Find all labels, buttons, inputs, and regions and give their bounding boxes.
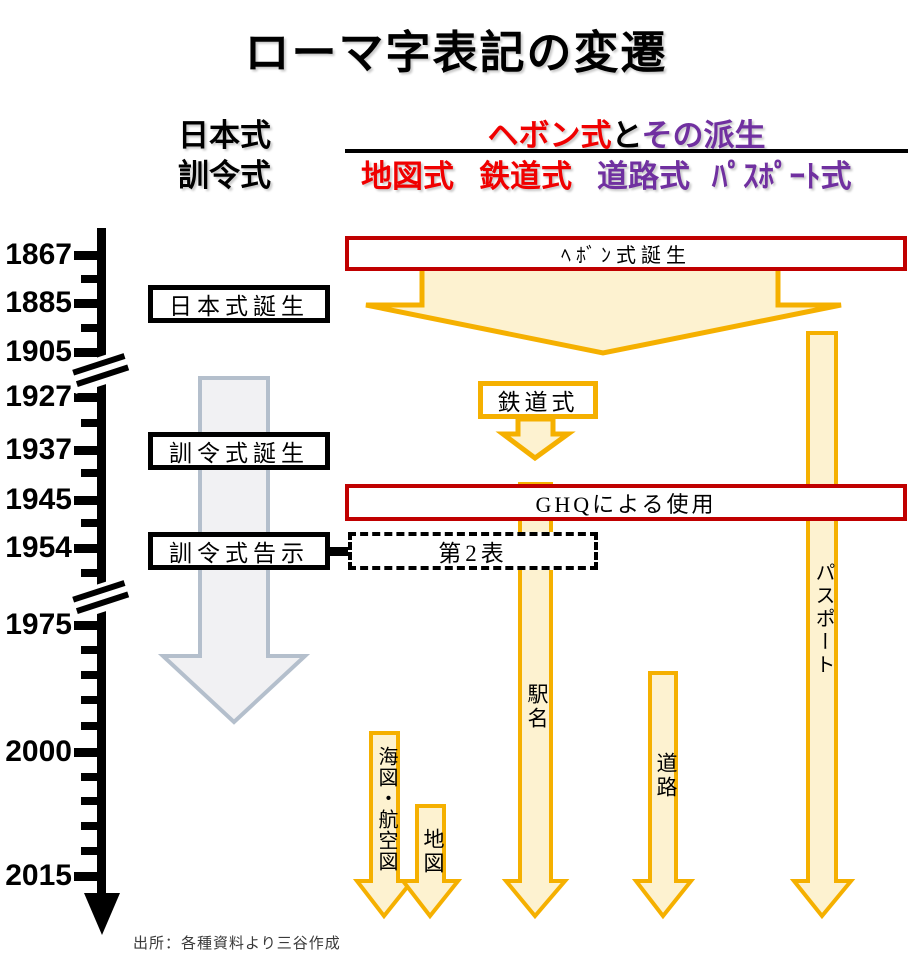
label-kaizu-kokuzu: 海図・航空図 [375, 746, 397, 872]
tick-2015 [74, 872, 104, 881]
tick-minor [81, 822, 104, 830]
tick-1937 [74, 446, 104, 455]
header-kunrei-shiki: 訓令式 [178, 158, 271, 193]
year-label-1975: 1975 [5, 608, 72, 641]
tick-1954 [74, 544, 104, 553]
label-chizu: 地図 [421, 828, 445, 876]
tick-1975 [74, 621, 104, 630]
hepburn-funnel-arrow [365, 265, 842, 356]
box-hepburn-birth: ﾍﾎﾞﾝ式誕生 [345, 236, 907, 271]
tick-minor [81, 696, 104, 704]
tick-minor [81, 773, 104, 781]
tick-1867 [74, 251, 104, 260]
header-hepburn-red: ヘボン式 [487, 118, 612, 153]
header-hepburn-line: ヘボン式とその派生 [345, 110, 908, 155]
tick-minor [81, 722, 104, 730]
passport-arrow [789, 331, 856, 920]
year-label-1945: 1945 [5, 483, 72, 516]
source-note: 出所：各種資料より三谷作成 [133, 935, 341, 952]
tick-minor [81, 275, 104, 283]
chizu-arrow [398, 804, 463, 920]
tick-minor [81, 519, 104, 527]
year-label-1885: 1885 [5, 286, 72, 319]
box-ghq-use: GHQによる使用 [345, 484, 907, 521]
tick-1927 [74, 393, 104, 402]
tick-minor [81, 671, 104, 679]
year-label-1905: 1905 [5, 335, 72, 368]
year-label-1867: 1867 [5, 238, 72, 271]
tick-1905 [74, 348, 104, 357]
kaizu-arrow [352, 731, 417, 920]
axis-arrowhead-icon [84, 893, 120, 935]
page-title: ローマ字表記の変遷 [244, 27, 668, 78]
label-ekimei: 駅名 [525, 683, 549, 731]
tick-minor [81, 646, 104, 654]
label-doro: 道路 [654, 752, 678, 800]
tetsudo-small-arrow [495, 416, 576, 462]
label-passport: パスポート [812, 562, 834, 677]
header-tetsudo-shiki: 鉄道式 [479, 159, 572, 194]
timeline-axis-line [97, 228, 106, 900]
tick-minor [81, 847, 104, 855]
doro-arrow [631, 671, 696, 920]
header-hepburn-purple: その派生 [641, 118, 766, 153]
year-label-2000: 2000 [5, 735, 72, 768]
year-label-2015: 2015 [5, 859, 72, 892]
header-doro-shiki: 道路式 [597, 159, 690, 194]
header-nihon-shiki: 日本式 [178, 118, 271, 153]
box-table2: 第2表 [348, 532, 598, 570]
year-label-1937: 1937 [5, 433, 72, 466]
tick-1945 [74, 496, 104, 505]
tick-minor [81, 324, 104, 332]
box-tetsudo-shiki: 鉄道式 [478, 381, 598, 419]
header-passport-shiki: ﾊﾟｽﾎﾟｰﾄ式 [712, 159, 852, 194]
tick-2000 [74, 748, 104, 757]
year-label-1927: 1927 [5, 380, 72, 413]
tick-minor [81, 569, 104, 577]
tick-minor [81, 797, 104, 805]
box-kunrei-birth: 訓令式誕生 [148, 432, 330, 470]
box-nihon-birth: 日本式誕生 [148, 285, 330, 323]
header-hepburn-black: と [611, 118, 642, 153]
header-chizu-shiki: 地図式 [361, 159, 454, 194]
tick-minor [81, 419, 104, 427]
year-label-1954: 1954 [5, 531, 72, 564]
notice-table2-connector [326, 547, 352, 556]
box-kunrei-notice: 訓令式告示 [148, 532, 330, 570]
header-underline [345, 149, 908, 153]
tick-1885 [74, 299, 104, 308]
tick-minor [81, 469, 104, 477]
